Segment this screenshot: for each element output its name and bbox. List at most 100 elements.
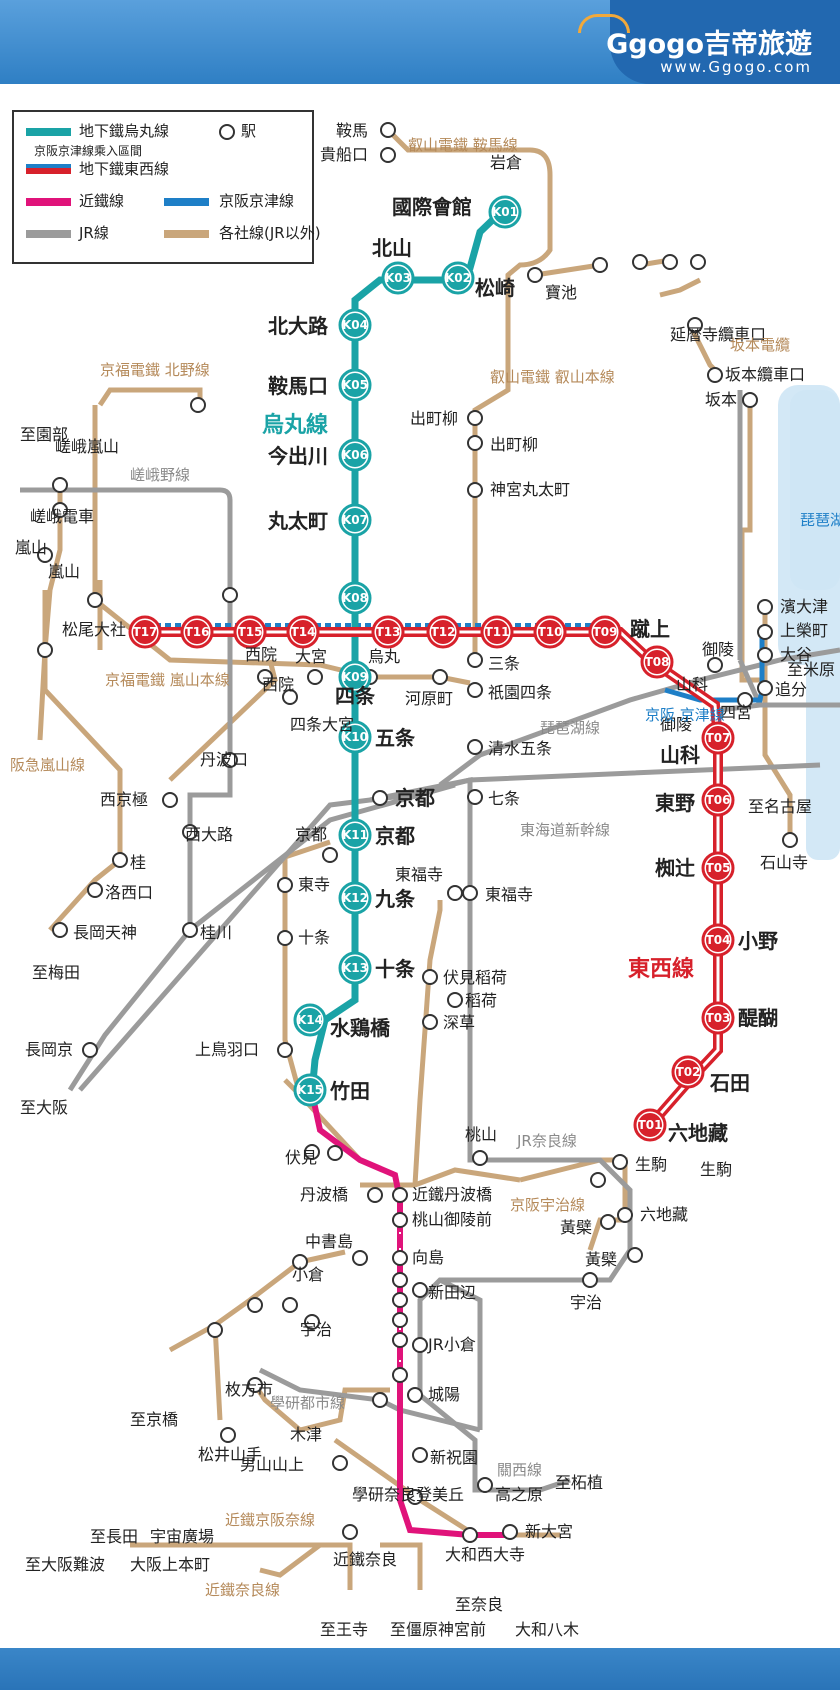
svg-text:四条: 四条 [335,684,376,708]
line-labels: 叡山電鐵 鞍馬線 叡山電鐵 叡山本線 坂本電纜 京福電鐵 北野線 京福電鐵 嵐山… [10,136,840,1599]
station-dot [162,792,178,808]
svg-text:小倉: 小倉 [292,1265,324,1284]
svg-text:T08: T08 [645,655,670,669]
svg-text:東福寺: 東福寺 [485,885,533,904]
karasuma-badges: K01 K02 K03 K04 K05 K06 K07 K08 K09 K10 … [293,195,522,1107]
station-dot [742,392,758,408]
station-dot [332,1455,348,1471]
station-dot [372,1392,388,1408]
svg-text:上鳥羽口: 上鳥羽口 [195,1040,259,1059]
svg-text:K13: K13 [342,961,368,975]
station-dot [222,752,238,768]
station-dot [322,847,338,863]
legend-kintetsu-label: 近鐵線 [79,192,125,210]
station-dot [617,1207,633,1223]
station-dot [222,587,238,603]
svg-text:至京橋: 至京橋 [130,1410,178,1429]
station-dot [462,885,478,901]
svg-text:長岡天神: 長岡天神 [73,923,137,942]
station-dot [707,657,723,673]
svg-text:K02: K02 [445,271,471,285]
svg-text:T11: T11 [485,625,510,639]
svg-text:上榮町: 上榮町 [780,621,828,640]
svg-text:坂本電纜: 坂本電纜 [730,336,790,354]
svg-text:K06: K06 [342,448,368,462]
svg-text:城陽: 城陽 [428,1385,460,1404]
svg-text:濱大津: 濱大津 [780,597,828,616]
svg-text:近鐵奈良: 近鐵奈良 [333,1550,397,1569]
svg-text:北大路: 北大路 [268,314,329,338]
svg-text:中書島: 中書島 [305,1232,353,1251]
svg-text:鞍馬: 鞍馬 [336,121,368,140]
svg-text:山科: 山科 [676,675,708,694]
svg-text:京都: 京都 [375,824,415,848]
legend-station-label: 駅 [219,120,256,141]
tozai-labels: 蹴上 山科 東野 椥辻 小野 醍醐 石田 六地藏 [630,617,778,1145]
svg-text:西院: 西院 [245,645,277,664]
svg-text:K05: K05 [342,378,368,392]
svg-text:貴船口: 貴船口 [320,145,368,164]
station-dot [467,482,483,498]
svg-text:松尾大社: 松尾大社 [62,620,126,639]
station-dot [467,739,483,755]
station-dot [277,930,293,946]
svg-text:木津: 木津 [290,1425,322,1444]
station-dot [220,1427,236,1443]
station-dot [367,1187,383,1203]
station-dot [52,922,68,938]
svg-text:JR奈良線: JR奈良線 [516,1132,577,1150]
legend: 地下鐵烏丸線 駅 京阪京津線乘入區間 地下鐵東西線 近鐵線 京阪京津線 JR線 … [12,110,321,264]
svg-text:至僵原神宮前: 至僵原神宮前 [390,1620,486,1639]
station-dot [37,642,53,658]
svg-text:竹田: 竹田 [329,1079,370,1103]
svg-text:京阪 京津線: 京阪 京津線 [645,706,725,724]
svg-text:男山山上: 男山山上 [240,1455,304,1474]
station-dot [282,1297,298,1313]
svg-text:十条: 十条 [298,928,330,947]
svg-text:宇治: 宇治 [300,1320,332,1339]
station-dot [190,397,206,413]
station-dot [687,317,703,333]
svg-text:黃檗: 黃檗 [585,1250,617,1269]
svg-text:近鐵丹波橋: 近鐵丹波橋 [412,1185,492,1204]
station-dot [422,1014,438,1030]
station-dot [527,267,543,283]
svg-text:新祝園: 新祝園 [430,1448,478,1467]
station-dot [407,1387,423,1403]
station-dot [432,669,448,685]
station-dot [407,1489,423,1505]
brand-url: www.Ggogo.com [660,58,812,76]
svg-text:JR小倉: JR小倉 [427,1335,476,1354]
station-dot [757,599,773,615]
svg-text:黃檗: 黃檗 [560,1218,592,1237]
svg-text:九条: 九条 [374,887,416,911]
svg-text:京福電鐵 嵐山本線: 京福電鐵 嵐山本線 [105,671,230,689]
svg-text:西大路: 西大路 [185,825,233,844]
svg-text:桂川: 桂川 [200,923,232,942]
svg-text:松井山手: 松井山手 [198,1445,262,1464]
svg-text:十条: 十条 [375,957,416,981]
svg-text:清水五条: 清水五条 [488,739,552,758]
svg-text:蹴上: 蹴上 [630,617,670,641]
svg-text:桃山: 桃山 [465,1125,497,1144]
svg-text:六地藏: 六地藏 [668,1121,728,1145]
station-dot [304,1144,320,1160]
svg-text:京福電鐵 北野線: 京福電鐵 北野線 [100,361,210,379]
station-dot [392,1312,408,1328]
svg-text:T13: T13 [376,625,401,639]
svg-text:學研奈良登美丘: 學研奈良登美丘 [352,1485,464,1504]
svg-text:水鶏橋: 水鶏橋 [330,1016,391,1040]
svg-text:新大宮: 新大宮 [525,1522,573,1541]
svg-text:伏見稻荷: 伏見稻荷 [443,968,507,987]
svg-text:桂: 桂 [130,853,146,872]
station-dot [327,1145,343,1161]
svg-text:小野: 小野 [738,929,778,953]
svg-text:丹波橋: 丹波橋 [300,1185,348,1204]
svg-text:石山寺: 石山寺 [760,853,808,872]
svg-text:椥辻: 椥辻 [655,856,695,880]
station-dot [247,1297,263,1313]
svg-text:嵐山: 嵐山 [48,562,80,581]
svg-text:延暦寺纜車口: 延暦寺纜車口 [670,325,766,344]
station-dot [662,254,678,270]
